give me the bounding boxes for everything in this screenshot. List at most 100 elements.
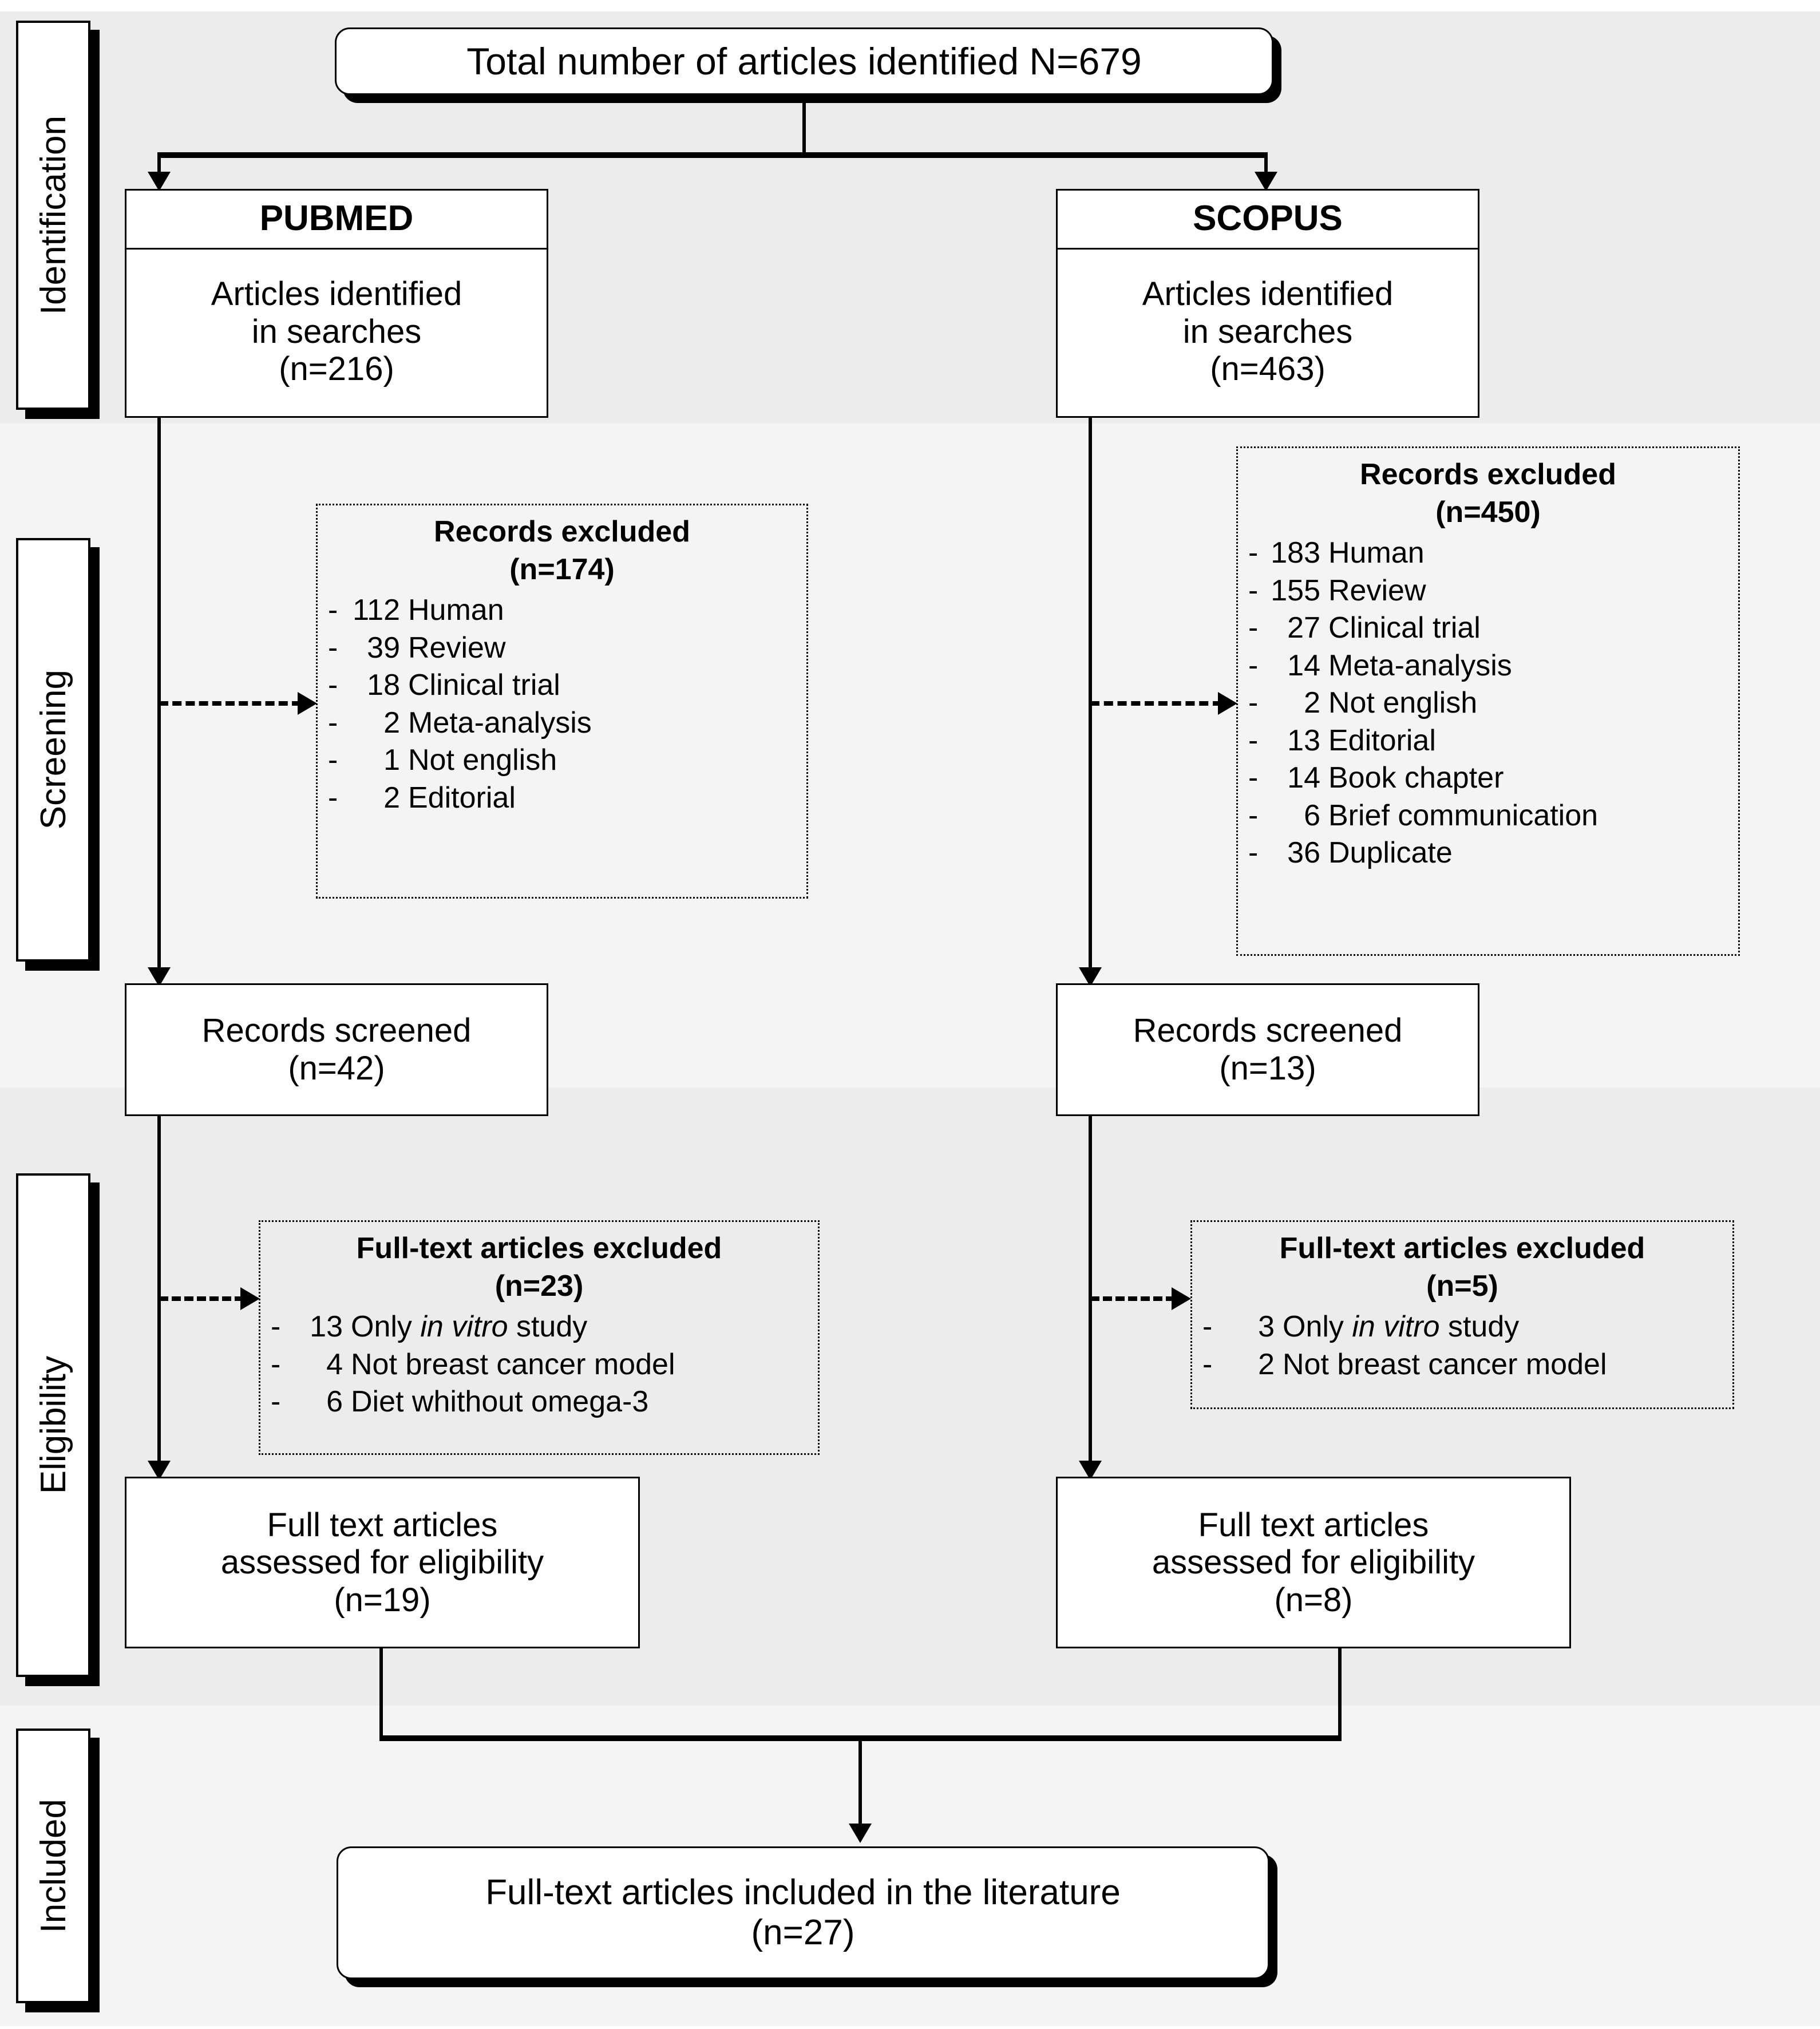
item-reason: Not english [1328, 686, 1478, 720]
pubmed-source-box: PUBMED Articles identified in searches (… [125, 189, 548, 418]
list-item: - 3 Only in vitro study [1202, 1308, 1722, 1346]
stage-label-screening-text: Screening [33, 670, 73, 830]
item-count: 6 [1304, 798, 1320, 832]
connector-merge-to-included [858, 1738, 862, 1835]
arrow-merge-to-included-icon [849, 1824, 872, 1843]
item-count: 4 [326, 1347, 343, 1381]
scopus-records-excluded-title: Records excluded [1360, 458, 1616, 491]
stage-label-eligibility: Eligibility [16, 1173, 90, 1677]
pubmed-records-excluded-title: Records excluded [434, 515, 690, 548]
item-count: 14 [1287, 761, 1320, 795]
scopus-fulltext-assessed-line2: assessed for eligibility [1152, 1544, 1475, 1581]
pubmed-fulltext-excluded-list: - 13 Only in vitro study - 4 Not breast … [271, 1308, 808, 1421]
included-articles-box: Full-text articles included in the liter… [337, 1846, 1269, 1979]
included-articles-count: (n=27) [751, 1913, 855, 1952]
item-count: 14 [1287, 648, 1320, 682]
item-count: 39 [367, 631, 400, 665]
item-count: 112 [353, 594, 400, 627]
connector-total-to-scopus [1264, 152, 1268, 187]
pubmed-source-title: PUBMED [126, 191, 547, 250]
item-reason: Editorial [408, 781, 516, 814]
scopus-records-screened-count: (n=13) [1219, 1050, 1316, 1087]
scopus-fulltext-assessed-count: (n=8) [1274, 1581, 1353, 1619]
stage-label-included: Included [16, 1729, 90, 2003]
connector-scopus-screened-to-assessed [1089, 1116, 1092, 1471]
item-count: 18 [367, 669, 400, 702]
item-count: 2 [1304, 686, 1320, 720]
scopus-fulltext-excluded-count: (n=5) [1426, 1269, 1498, 1303]
item-reason: Clinical trial [1328, 611, 1481, 645]
scopus-fulltext-excluded-list: - 3 Only in vitro study - 2 Not breast c… [1202, 1308, 1722, 1383]
pubmed-line1: Articles identified [211, 275, 462, 313]
scopus-records-screened-box: Records screened (n=13) [1056, 983, 1479, 1116]
scopus-records-excluded-count: (n=450) [1435, 495, 1541, 529]
connector-pubmed-assessed-down [379, 1648, 383, 1739]
stage-label-identification-text: Identification [33, 115, 73, 315]
item-reason: Book chapter [1328, 761, 1504, 795]
scopus-source-box: SCOPUS Articles identified in searches (… [1056, 189, 1479, 418]
item-reason: Duplicate [1328, 836, 1453, 870]
item-reason: Human [408, 594, 504, 627]
scopus-records-screened-label: Records screened [1133, 1012, 1403, 1050]
item-reason: Human [1328, 536, 1425, 570]
item-reason: Clinical trial [408, 669, 560, 702]
dashed-connector-pubmed-excluded [159, 701, 301, 706]
pubmed-records-excluded-count: (n=174) [509, 552, 615, 586]
pubmed-count: (n=216) [279, 350, 394, 388]
pubmed-fulltext-excluded-title: Full-text articles excluded [356, 1232, 722, 1265]
pubmed-fulltext-assessed-box: Full text articles assessed for eligibil… [125, 1477, 640, 1648]
item-reason: Only in vitro study [1283, 1310, 1520, 1344]
item-reason: Not breast cancer model [1283, 1347, 1607, 1381]
item-reason: Diet whithout omega-3 [351, 1385, 649, 1419]
stage-label-included-text: Included [33, 1798, 73, 1933]
connector-scopus-assessed-down [1338, 1648, 1342, 1739]
dashed-connector-pubmed-fulltext-excluded [159, 1296, 244, 1301]
arrow-pubmed-excluded-icon [298, 692, 317, 715]
item-count: 3 [1258, 1310, 1275, 1344]
item-reason: Review [408, 631, 506, 665]
item-count: 2 [383, 706, 400, 739]
scopus-fulltext-assessed-line1: Full text articles [1198, 1506, 1429, 1544]
total-identified-text: Total number of articles identified N=67… [466, 39, 1142, 82]
scopus-count: (n=463) [1210, 350, 1326, 388]
item-count: 27 [1287, 611, 1320, 645]
arrow-pubmed-fulltext-excluded-icon [240, 1287, 260, 1310]
connector-scopus-to-screened [1089, 418, 1092, 979]
scopus-line1: Articles identified [1142, 275, 1394, 313]
item-reason: Meta-analysis [1328, 648, 1512, 682]
pubmed-fulltext-excluded-count: (n=23) [494, 1269, 584, 1303]
band-screening [0, 424, 1820, 1087]
item-count: 13 [310, 1310, 343, 1344]
pubmed-fulltext-excluded-box: Full-text articles excluded (n=23) - 13 … [259, 1220, 820, 1455]
list-item: - 4 Not breast cancer model [271, 1346, 808, 1384]
item-reason: Not breast cancer model [351, 1347, 675, 1381]
dashed-connector-scopus-fulltext-excluded [1090, 1296, 1175, 1301]
stage-label-eligibility-text: Eligibility [33, 1356, 73, 1494]
item-count: 36 [1287, 836, 1320, 870]
pubmed-fulltext-assessed-line1: Full text articles [267, 1506, 498, 1544]
item-reason: Review [1328, 574, 1426, 607]
item-reason: Meta-analysis [408, 706, 592, 739]
arrow-total-to-pubmed-icon [148, 172, 171, 191]
arrow-scopus-excluded-icon [1218, 692, 1237, 715]
scopus-source-title: SCOPUS [1058, 191, 1478, 250]
scopus-fulltext-assessed-box: Full text articles assessed for eligibil… [1056, 1477, 1571, 1648]
item-reason: Brief communication [1328, 798, 1599, 832]
arrow-total-to-scopus-icon [1255, 172, 1277, 191]
scopus-fulltext-excluded-box: Full-text articles excluded (n=5) - 3 On… [1190, 1220, 1734, 1409]
